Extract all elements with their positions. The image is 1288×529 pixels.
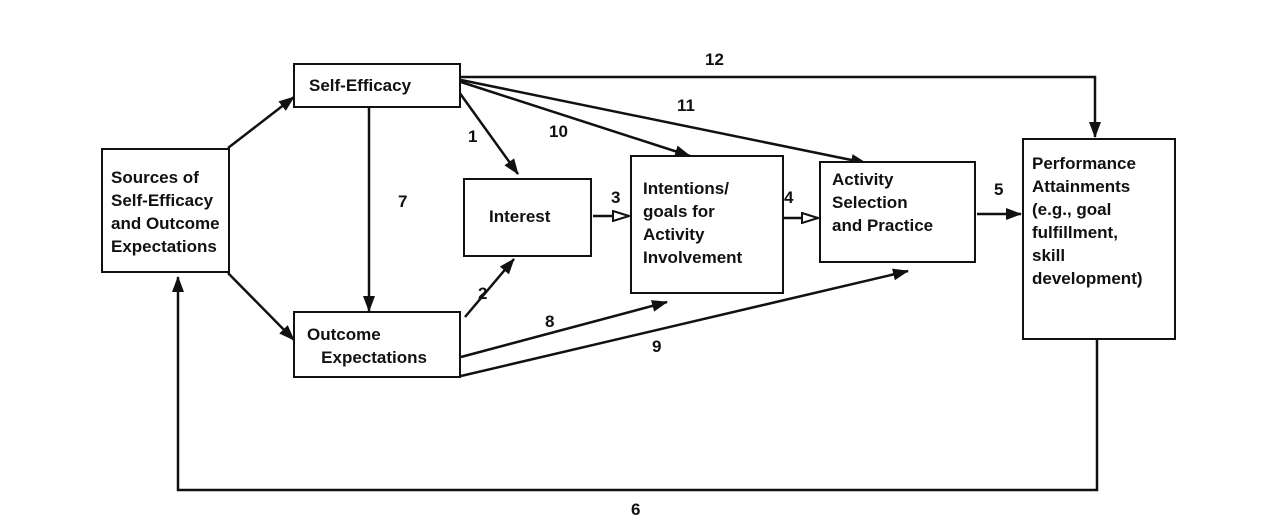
path-label-10: 10 — [549, 122, 568, 141]
path-label-4: 4 — [784, 188, 794, 207]
arrow-path-11 — [460, 78, 867, 166]
path-label-9: 9 — [652, 337, 662, 356]
path-label-8: 8 — [545, 312, 555, 331]
path-label-7: 7 — [398, 192, 408, 211]
activity-label: Activity Selection and Practice — [832, 170, 934, 235]
path-label-1: 1 — [468, 127, 478, 146]
arrow-path-12 — [461, 75, 1101, 138]
arrow-sources-to-self-efficacy — [227, 96, 295, 149]
path-label-6: 6 — [631, 500, 641, 519]
intentions-box: Intentions/ goals for Activity Involveme… — [630, 155, 784, 294]
outcome-expectations-box: Outcome Expectations — [293, 311, 461, 378]
path-label-2: 2 — [478, 284, 488, 303]
self-efficacy-box: Self-Efficacy — [293, 63, 461, 108]
path-label-12: 12 — [705, 50, 724, 69]
arrow-path-6 — [172, 276, 1099, 492]
arrow-path-8 — [460, 300, 668, 359]
sources-label: Sources of Self-Efficacy and Outcome Exp… — [111, 168, 220, 256]
path-label-11: 11 — [677, 96, 695, 115]
arrow-path-2 — [464, 258, 515, 318]
path-label-5: 5 — [994, 180, 1004, 199]
activity-box: Activity Selection and Practice — [819, 161, 976, 263]
interest-box: Interest — [463, 178, 592, 257]
performance-box: Performance Attainments (e.g., goal fulf… — [1022, 138, 1176, 340]
outcome-expectations-label: Outcome Expectations — [307, 325, 427, 367]
interest-label: Interest — [489, 207, 551, 226]
sources-box: Sources of Self-Efficacy and Outcome Exp… — [101, 148, 230, 273]
arrow-sources-to-outcome — [227, 272, 295, 341]
arrow-path-1 — [457, 91, 520, 175]
arrow-path-10 — [460, 80, 691, 158]
performance-label: Performance Attainments (e.g., goal fulf… — [1032, 154, 1143, 288]
self-efficacy-label: Self-Efficacy — [309, 76, 412, 95]
intentions-label: Intentions/ goals for Activity Involveme… — [643, 179, 743, 267]
arrow-path-9 — [460, 268, 909, 378]
path-label-3: 3 — [611, 188, 621, 207]
